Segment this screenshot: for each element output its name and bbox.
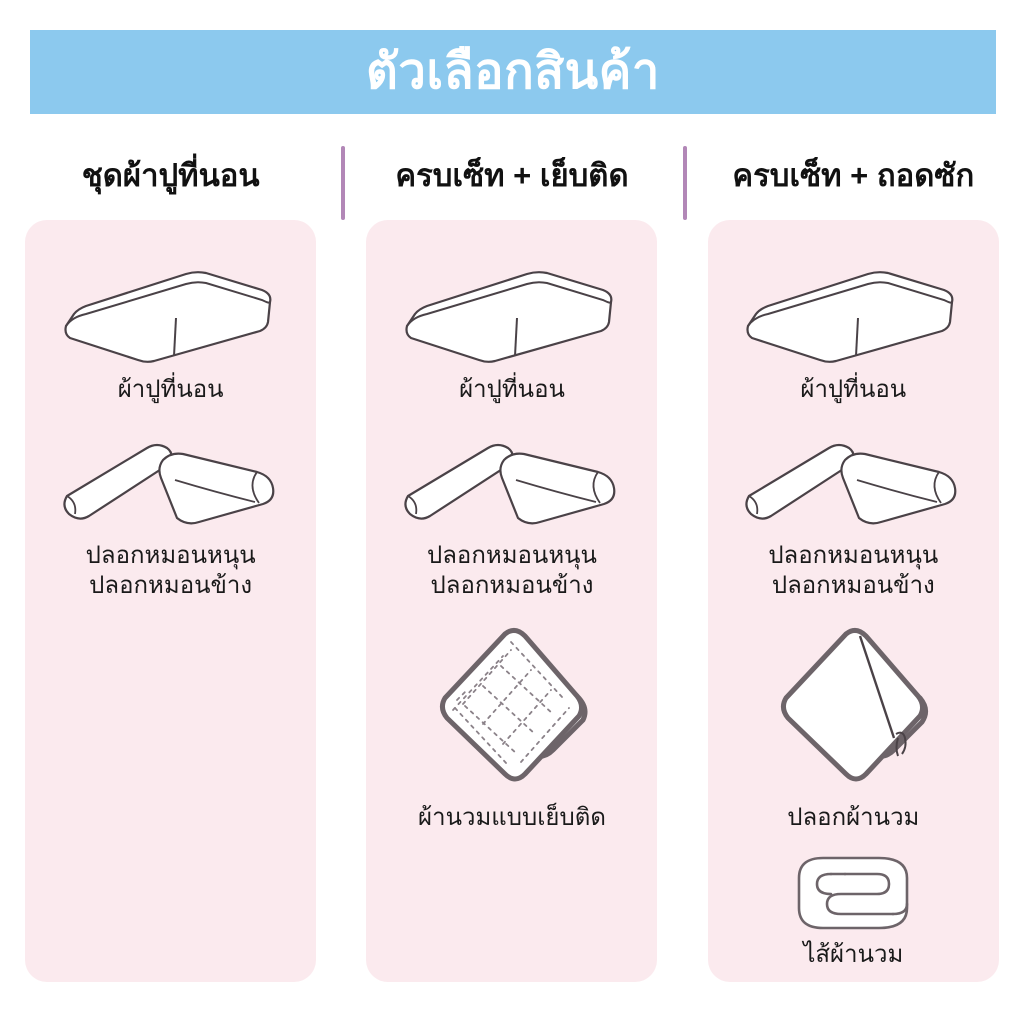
option-column-2[interactable]: ครบเซ็ท + เย็บติด ผ้าปูที่นอน [341,130,682,1010]
column-divider-2 [682,146,687,220]
item-quilted-comforter: ผ้านวมแบบเย็บติด [366,622,657,832]
item-pillowcase-set: ปลอกหมอนหนุน ปลอกหมอนข้าง [708,430,999,600]
column-3-card: ผ้าปูที่นอน ปลอกหมอนหนุน ปลอกหมอนข้าง [707,220,999,982]
item-pillowcase-set: ปลอกหมอนหนุน ปลอกหมอนข้าง [366,430,657,600]
item-label: ผ้าปูที่นอน [459,376,565,403]
quilted-comforter-icon [407,622,617,797]
item-label: ปลอกหมอนหนุน ปลอกหมอนข้าง [768,542,939,599]
pillowcase-bolster-icon [51,430,291,535]
column-divider-1 [341,146,346,220]
item-fitted-sheet: ผ้าปูที่นอน [366,264,657,404]
item-label: ปลอกหมอนหนุน ปลอกหมอนข้าง [85,542,256,599]
item-duvet-insert: ไส้ผ้านวม [708,852,999,969]
pillowcase-bolster-icon [392,430,632,535]
item-fitted-sheet: ผ้าปูที่นอน [708,264,999,404]
page-header-banner: ตัวเลือกสินค้า [30,30,996,114]
item-fitted-sheet: ผ้าปูที่นอน [25,264,316,404]
item-label: ผ้าปูที่นอน [117,376,224,403]
page-title: ตัวเลือกสินค้า [366,44,660,99]
item-label: ผ้านวมแบบเย็บติด [418,803,606,831]
item-label: ปลอกผ้านวม [787,803,920,831]
column-2-title: ครบเซ็ท + เย็บติด [395,157,629,193]
item-label: ปลอกหมอนหนุน ปลอกหมอนข้าง [426,542,597,599]
option-columns: ชุดผ้าปูที่นอน ผ้าปูที่นอน [0,130,1024,1010]
item-label: ผ้าปูที่นอน [800,376,907,403]
column-1-header: ชุดผ้าปูที่นอน [0,130,341,220]
duvet-cover-icon [748,622,958,797]
duvet-insert-roll-icon [793,852,913,934]
column-3-title: ครบเซ็ท + ถอดซัก [732,157,975,193]
column-1-title: ชุดผ้าปูที่นอน [81,157,260,193]
option-column-1[interactable]: ชุดผ้าปูที่นอน ผ้าปูที่นอน [0,130,341,1010]
mattress-sheet-icon [738,264,968,369]
option-column-3[interactable]: ครบเซ็ท + ถอดซัก ผ้าปูที่นอน [682,130,1024,1010]
mattress-sheet-icon [397,264,627,369]
column-3-header: ครบเซ็ท + ถอดซัก [682,130,1024,220]
item-pillowcase-set: ปลอกหมอนหนุน ปลอกหมอนข้าง [25,430,316,600]
pillowcase-bolster-icon [733,430,973,535]
column-2-header: ครบเซ็ท + เย็บติด [341,130,682,220]
column-1-card: ผ้าปูที่นอน ปลอกหมอนหนุน ปลอกหมอนข้าง [25,220,317,982]
item-label: ไส้ผ้านวม [803,941,904,969]
column-2-card: ผ้าปูที่นอน ปลอกหมอนหนุน ปลอกหมอนข้าง [366,220,658,982]
item-duvet-cover: ปลอกผ้านวม [708,622,999,832]
mattress-sheet-icon [56,264,286,369]
